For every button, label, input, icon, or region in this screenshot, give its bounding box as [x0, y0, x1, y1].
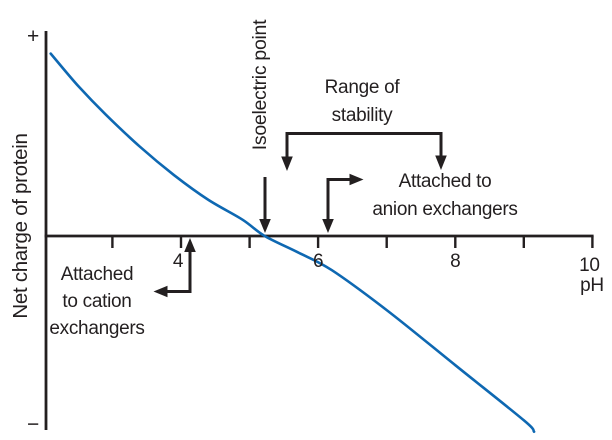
attached-cation-line3: exchangers	[49, 318, 145, 339]
range-of-stability-label: Range of stability	[325, 74, 400, 130]
anion-connector-arrow	[322, 173, 364, 233]
isoelectric-arrow	[259, 177, 271, 233]
attached-anion-line1: Attached to	[398, 171, 492, 192]
attached-cation-label: Attached to cation exchangers	[49, 261, 145, 342]
attached-cation-line2: to cation	[62, 291, 132, 312]
x-tick-label: 6	[312, 251, 324, 272]
net-charge-curve	[49, 52, 536, 433]
y-axis-title: Net charge of protein	[9, 133, 32, 319]
x-tick-label: 10	[579, 255, 600, 276]
x-axis-title: pH	[580, 275, 604, 296]
isoelectric-point-label: Isoelectric point	[249, 19, 271, 151]
y-axis-minus-sign: −	[27, 413, 39, 436]
x-axis-ticks	[111, 236, 594, 248]
x-tick-label: 4	[172, 251, 184, 272]
y-axis-plus-sign: +	[27, 25, 39, 48]
range-of-stability-line2: stability	[331, 105, 393, 126]
x-tick-label: 8	[450, 251, 461, 272]
attached-anion-line2: anion exchangers	[372, 199, 518, 220]
range-of-stability-bracket	[281, 132, 447, 171]
attached-cation-line1: Attached	[60, 264, 134, 285]
range-of-stability-line1: Range of	[324, 77, 400, 98]
attached-anion-label: Attached to anion exchangers	[372, 168, 518, 224]
cation-connector-arrow	[153, 238, 196, 298]
